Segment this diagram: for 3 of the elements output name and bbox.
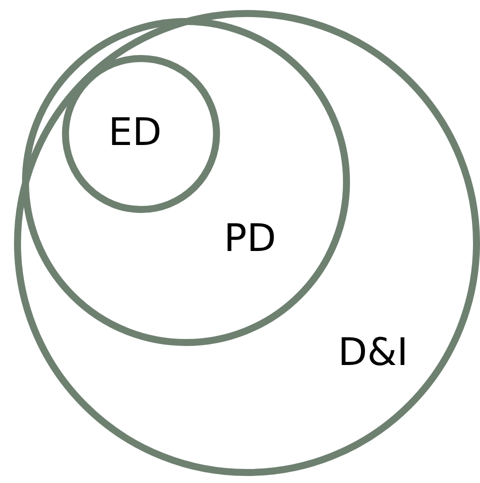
circle-label: D&I xyxy=(338,333,408,371)
circle-label: ED xyxy=(108,113,162,151)
circle-label: PD xyxy=(224,219,276,257)
